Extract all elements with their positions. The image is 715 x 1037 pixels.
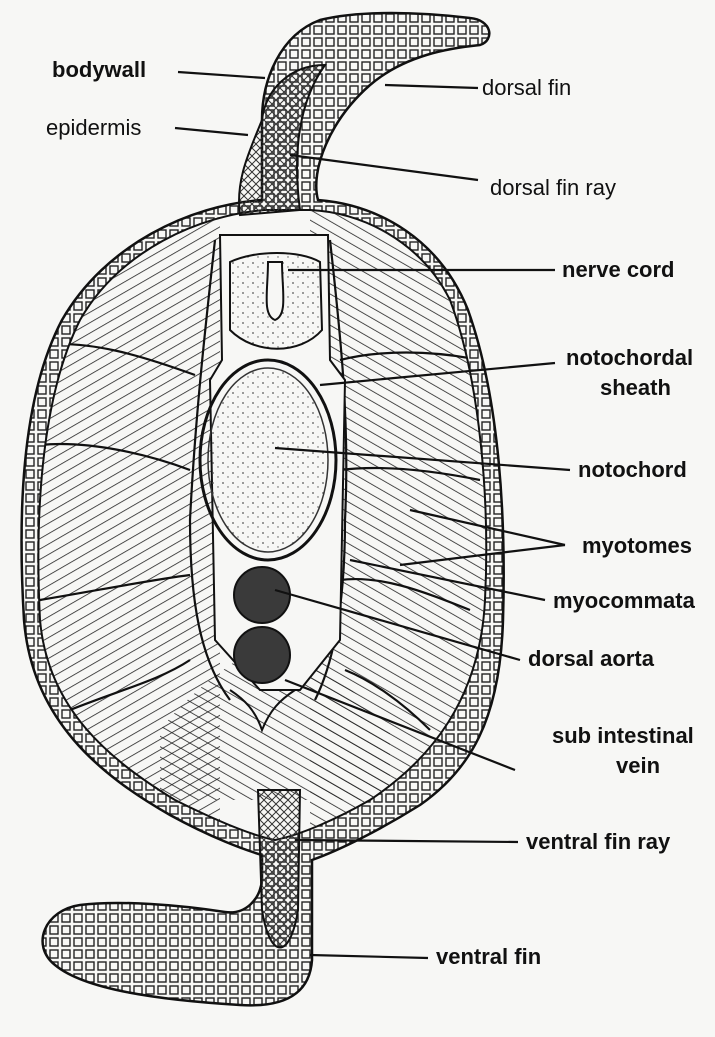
- label-notochordal: notochordal: [566, 346, 693, 370]
- label-epidermis: epidermis: [46, 116, 141, 140]
- label-nerve-cord: nerve cord: [562, 258, 675, 282]
- label-dorsal-fin: dorsal fin: [482, 76, 571, 100]
- label-notochord: notochord: [578, 458, 687, 482]
- dorsal-aorta: [234, 567, 290, 623]
- label-ventral-fin-ray: ventral fin ray: [526, 830, 670, 854]
- label-myotomes: myotomes: [582, 534, 692, 558]
- sub-intestinal-vein: [234, 627, 290, 683]
- label-dorsal-aorta: dorsal aorta: [528, 647, 654, 671]
- label-bodywall: bodywall: [52, 58, 146, 82]
- label-myocommata: myocommata: [553, 589, 695, 613]
- notochord: [208, 368, 328, 552]
- label-sub-intestinal: sub intestinal: [552, 724, 694, 748]
- label-ventral-fin: ventral fin: [436, 945, 541, 969]
- ventral-fin-ray: [258, 790, 300, 948]
- label-dorsal-fin-ray: dorsal fin ray: [490, 176, 616, 200]
- label-sheath: sheath: [600, 376, 671, 400]
- label-vein: vein: [616, 754, 660, 778]
